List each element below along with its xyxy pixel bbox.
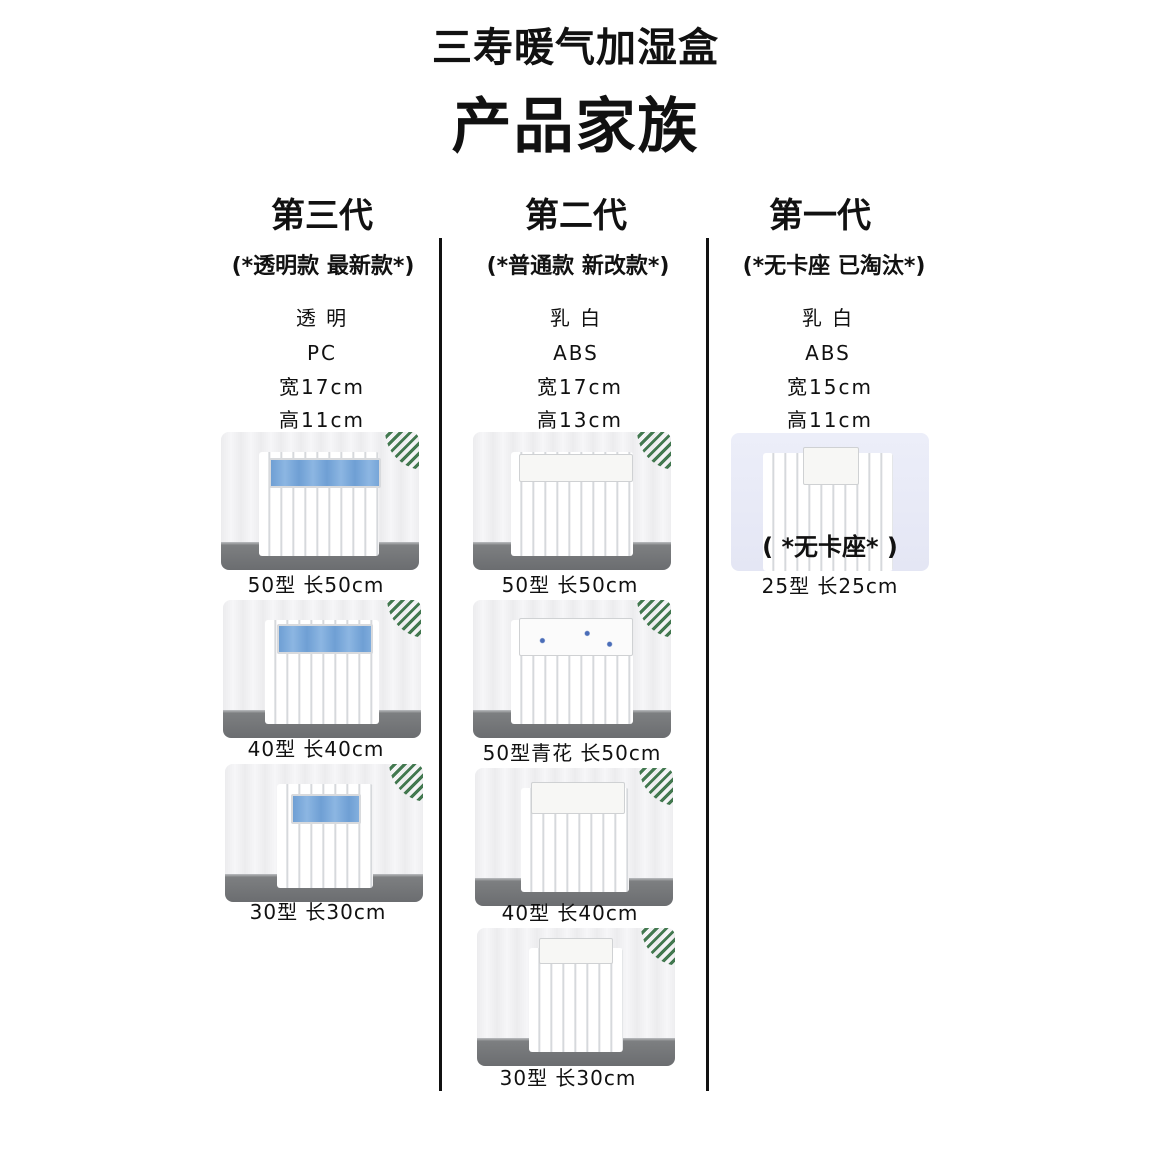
generation-tag-1: (*无卡座 已淘汰*)	[742, 254, 926, 279]
generation-heading-2: 第二代	[525, 196, 627, 236]
product-image[interactable]	[473, 600, 671, 738]
spec-height: 高11cm	[787, 408, 873, 432]
column-divider-2	[706, 238, 709, 1091]
humidifier-box-image	[291, 794, 361, 824]
column-divider-1	[439, 238, 442, 1091]
product-label: 50型 长50cm	[247, 573, 385, 597]
product-image[interactable]	[221, 432, 419, 570]
product-image[interactable]	[473, 432, 671, 570]
generation-heading-3: 第三代	[271, 196, 373, 236]
spec-width: 宽17cm	[279, 375, 365, 399]
radiator-image	[529, 948, 623, 1052]
spec-width: 宽15cm	[787, 375, 873, 399]
page-title: 产品家族	[451, 92, 700, 162]
product-image[interactable]	[223, 600, 421, 738]
product-label: 40型 长40cm	[501, 901, 639, 925]
product-image[interactable]	[475, 768, 673, 906]
spec-color: 乳 白	[549, 306, 603, 330]
humidifier-box-image	[277, 624, 373, 654]
product-image[interactable]: ( *无卡座* )	[731, 433, 929, 571]
main-title: 三寿暖气加湿盒	[432, 25, 719, 71]
product-label: 25型 长25cm	[761, 574, 899, 598]
spec-color: 乳 白	[801, 306, 855, 330]
spec-material: ABS	[805, 341, 851, 365]
product-label: 50型 长50cm	[501, 573, 639, 597]
generation-heading-1: 第一代	[769, 196, 871, 236]
product-label: 30型 长30cm	[249, 900, 387, 924]
humidifier-box-image	[531, 782, 625, 814]
product-image[interactable]	[225, 764, 423, 902]
generation-tag-2: (*普通款 新改款*)	[486, 254, 670, 279]
product-label: 50型青花 长50cm	[482, 741, 662, 765]
product-label: 30型 长30cm	[499, 1066, 637, 1090]
humidifier-box-image	[269, 458, 381, 488]
spec-width: 宽17cm	[537, 375, 623, 399]
humidifier-box-image	[519, 454, 633, 482]
humidifier-box-image	[803, 447, 859, 485]
humidifier-box-qinghua-image	[519, 618, 633, 656]
product-image[interactable]	[477, 928, 675, 1066]
product-label: 40型 长40cm	[247, 737, 385, 761]
spec-color: 透 明	[295, 306, 349, 330]
spec-height: 高13cm	[537, 408, 623, 432]
humidifier-box-image	[539, 938, 613, 964]
no-bracket-note: ( *无卡座* )	[762, 533, 898, 561]
spec-material: PC	[306, 341, 338, 365]
spec-material: ABS	[553, 341, 599, 365]
generation-tag-3: (*透明款 最新款*)	[231, 254, 415, 279]
spec-height: 高11cm	[279, 408, 365, 432]
